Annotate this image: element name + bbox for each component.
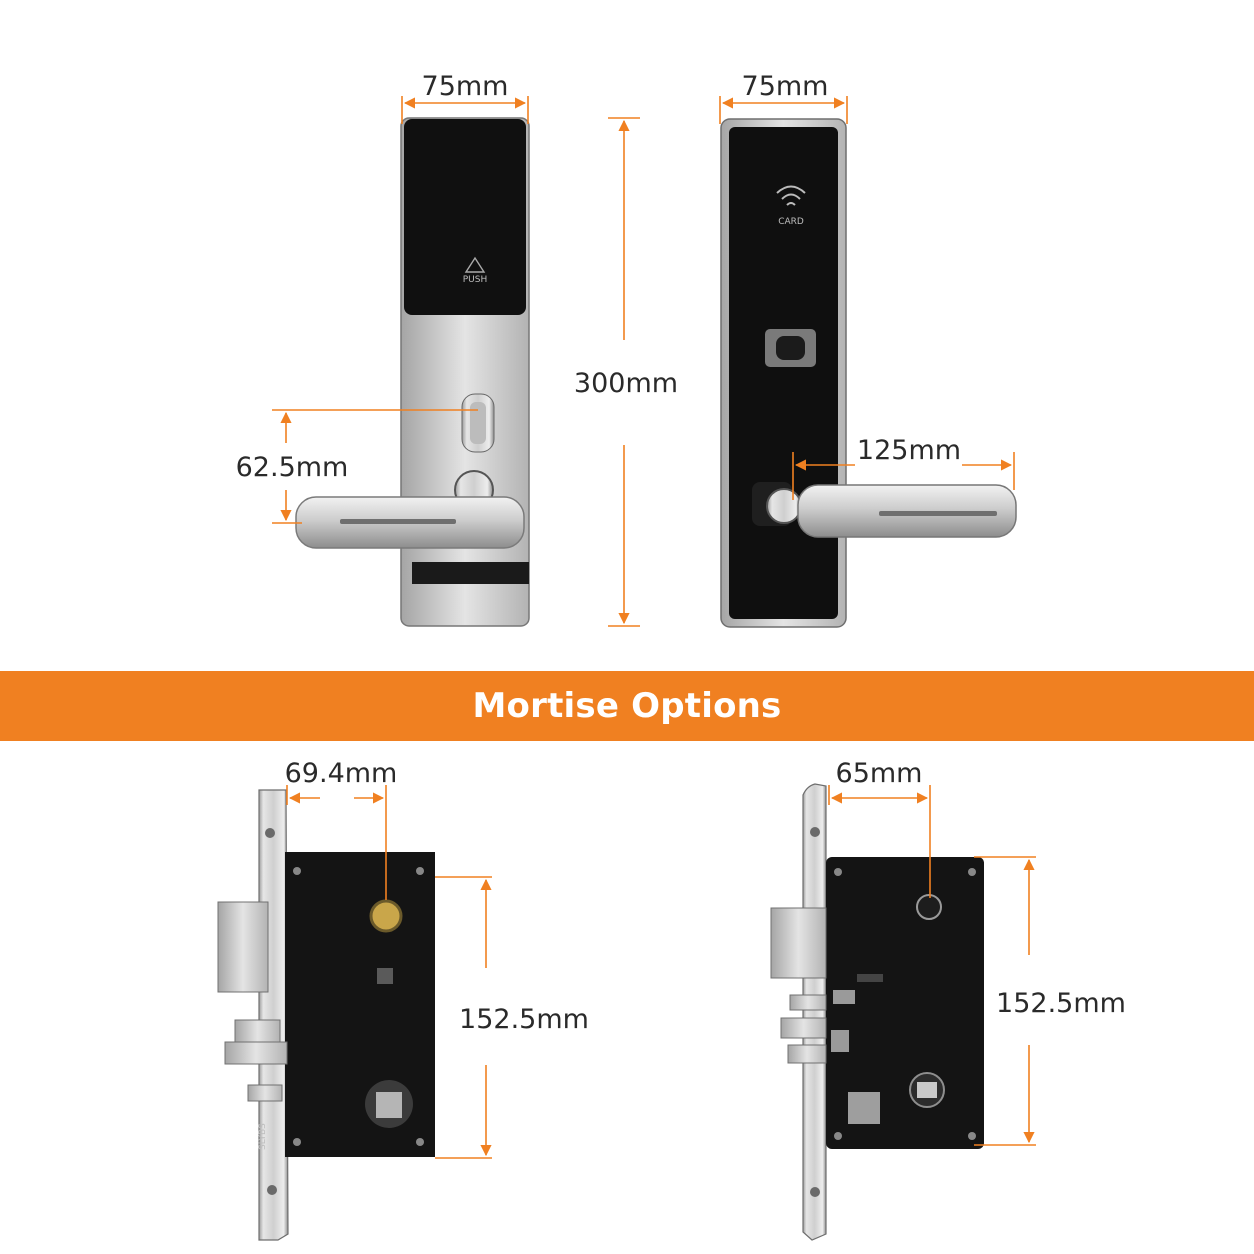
push-label: PUSH bbox=[463, 275, 488, 285]
mortise-left-cylinder-hole bbox=[369, 899, 403, 933]
back-black-panel bbox=[729, 127, 838, 619]
mortise-left-spindle-hole bbox=[376, 1092, 402, 1118]
mortise-right-body bbox=[826, 857, 984, 1149]
dimension-lines-bottom bbox=[286, 785, 1036, 1159]
mortise-right-cylinder-hole bbox=[916, 894, 942, 920]
front-width-label: 75mm bbox=[422, 71, 509, 102]
front-card-reader-panel bbox=[404, 119, 526, 315]
card-label: CARD bbox=[778, 217, 804, 227]
mortise-right-square-pad bbox=[848, 1092, 880, 1124]
fingerprint-reader-icon bbox=[776, 336, 805, 360]
front-handle-height-label: 62.5mm bbox=[236, 452, 349, 483]
mortise-left-latch bbox=[224, 1041, 288, 1065]
mortise-left-trigger bbox=[247, 1084, 283, 1102]
thumb-turn-groove bbox=[470, 402, 486, 444]
mortise-left-body bbox=[285, 852, 435, 1157]
back-handle-rosette bbox=[766, 488, 802, 524]
mortise-left: SLYBS bbox=[217, 789, 435, 1241]
mortise-left-latch-top bbox=[234, 1019, 281, 1043]
mortise-right-deadbolt bbox=[770, 907, 827, 979]
mortise-right-slide bbox=[833, 990, 855, 1004]
mortise-right-guide bbox=[831, 1030, 849, 1052]
mortise-left-deadbolt bbox=[217, 901, 269, 993]
banner-background bbox=[0, 671, 1254, 741]
mortise-right-latch-top bbox=[789, 994, 827, 1011]
mortise-right-latch bbox=[780, 1017, 827, 1039]
height-label: 300mm bbox=[574, 368, 678, 399]
mortise-right bbox=[770, 783, 984, 1241]
push-arrow-icon bbox=[464, 256, 486, 273]
mortise-left-width-label: 69.4mm bbox=[285, 758, 398, 789]
mortise-right-trigger bbox=[787, 1044, 827, 1064]
mortise-left-height-label: 152.5mm bbox=[459, 1004, 589, 1035]
front-lock: PUSH bbox=[295, 117, 530, 627]
mortise-right-height-label: 152.5mm bbox=[996, 988, 1126, 1019]
mortise-right-faceplate bbox=[802, 783, 827, 1241]
mortise-left-stamp: SLYBS bbox=[258, 1123, 268, 1150]
mortise-right-slot bbox=[857, 974, 883, 982]
mortise-right-spindle-hole bbox=[917, 1082, 937, 1098]
mortise-left-square-hole-small bbox=[377, 968, 393, 984]
dimension-lines-top bbox=[272, 96, 1015, 627]
front-lever-groove bbox=[340, 519, 456, 524]
front-key-slot-strip bbox=[412, 562, 529, 584]
banner-title: Mortise Options bbox=[472, 686, 782, 726]
mortise-options-banner: Mortise Options bbox=[0, 671, 1254, 741]
mortise-right-width-label: 65mm bbox=[836, 758, 923, 789]
rfid-wave-icon bbox=[776, 185, 806, 206]
back-handle-length-label: 125mm bbox=[857, 435, 961, 466]
back-width-label: 75mm bbox=[742, 71, 829, 102]
back-lock: CARD bbox=[720, 118, 1017, 628]
mortise-left-faceplate bbox=[258, 789, 289, 1241]
back-lever-groove bbox=[879, 511, 997, 516]
